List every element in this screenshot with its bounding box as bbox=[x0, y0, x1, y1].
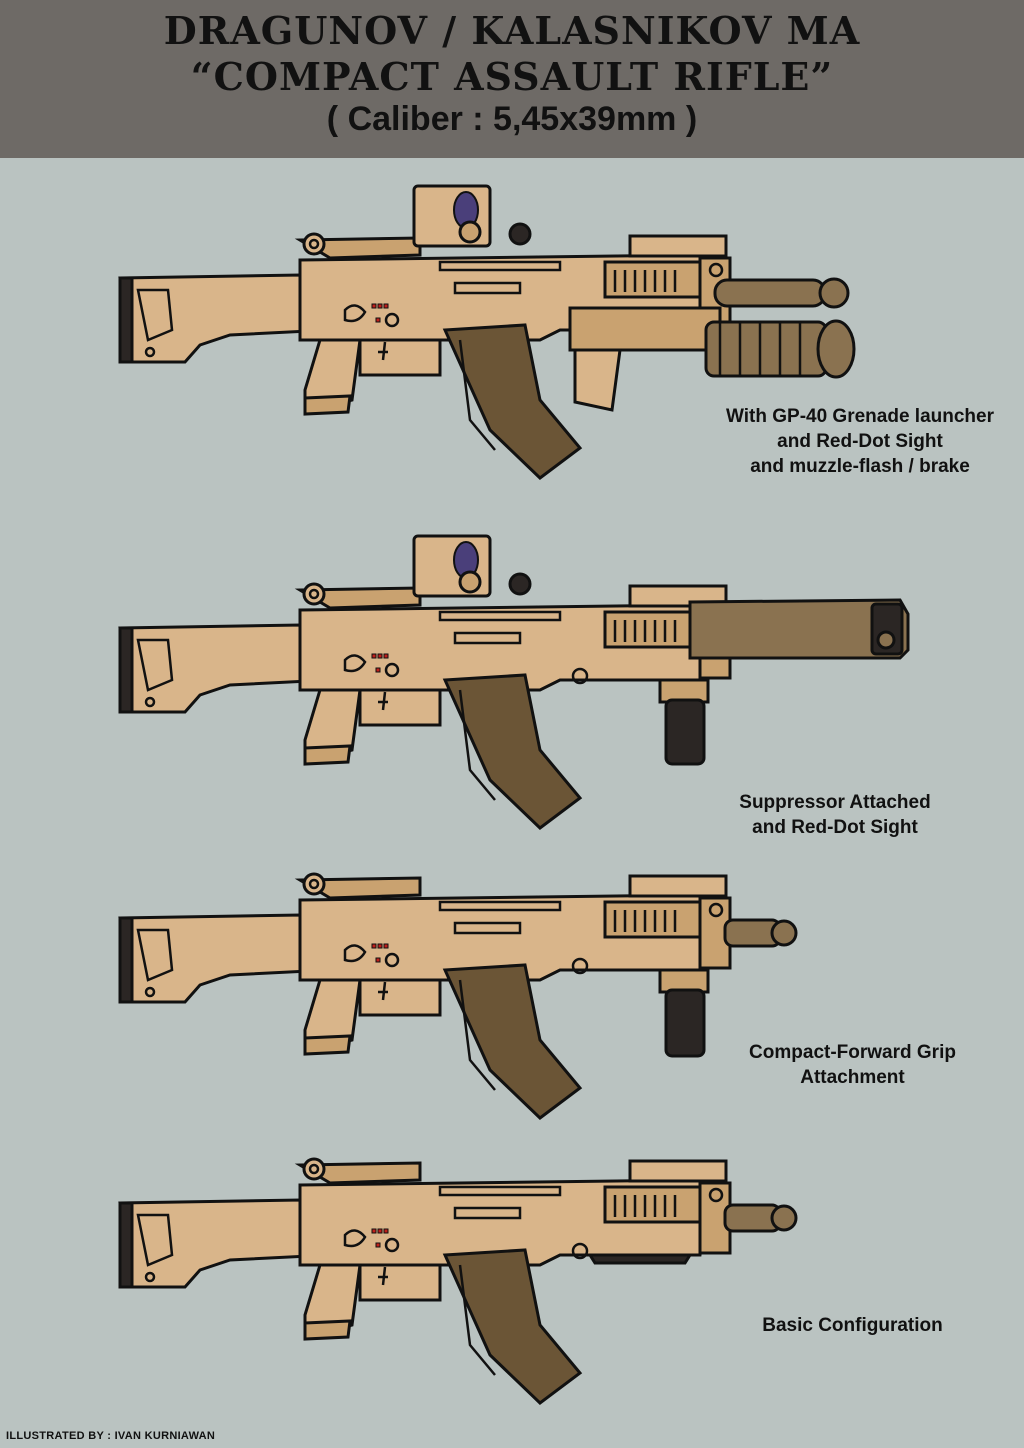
illustrator-credit: ILLUSTRATED BY : IVAN KURNIAWAN bbox=[6, 1430, 216, 1442]
caption-line: Compact-Forward Grip bbox=[749, 1042, 956, 1063]
title-banner: DRAGUNOV / KALASNIKOV MA “COMPACT ASSAUL… bbox=[0, 0, 1024, 158]
rifle-gp40-config bbox=[118, 184, 856, 480]
caption-config-1: With GP-40 Grenade launcher and Red-Dot … bbox=[700, 404, 1020, 479]
caliber-line: ( Caliber : 5,45x39mm ) bbox=[326, 100, 698, 138]
caption-line: Suppressor Attached bbox=[739, 792, 931, 813]
caption-config-3: Compact-Forward Grip Attachment bbox=[700, 1040, 1005, 1090]
caption-config-2: Suppressor Attached and Red-Dot Sight bbox=[700, 790, 970, 840]
rifle-forward-grip-config bbox=[118, 872, 798, 1120]
title-line-2: “COMPACT ASSAULT RIFLE” bbox=[190, 54, 834, 99]
caption-line: Basic Configuration bbox=[762, 1315, 943, 1336]
rifle-basic-config bbox=[118, 1157, 798, 1405]
caption-config-4: Basic Configuration bbox=[700, 1313, 1005, 1338]
caption-line: and muzzle-flash / brake bbox=[750, 456, 970, 477]
rifle-suppressor-config bbox=[118, 534, 910, 830]
caption-line: and Red-Dot Sight bbox=[752, 817, 918, 838]
caption-line: Attachment bbox=[800, 1067, 905, 1088]
caption-line: With GP-40 Grenade launcher bbox=[725, 406, 994, 427]
caption-line: and Red-Dot Sight bbox=[777, 431, 943, 452]
title-line-1: DRAGUNOV / KALASNIKOV MA bbox=[163, 8, 861, 53]
